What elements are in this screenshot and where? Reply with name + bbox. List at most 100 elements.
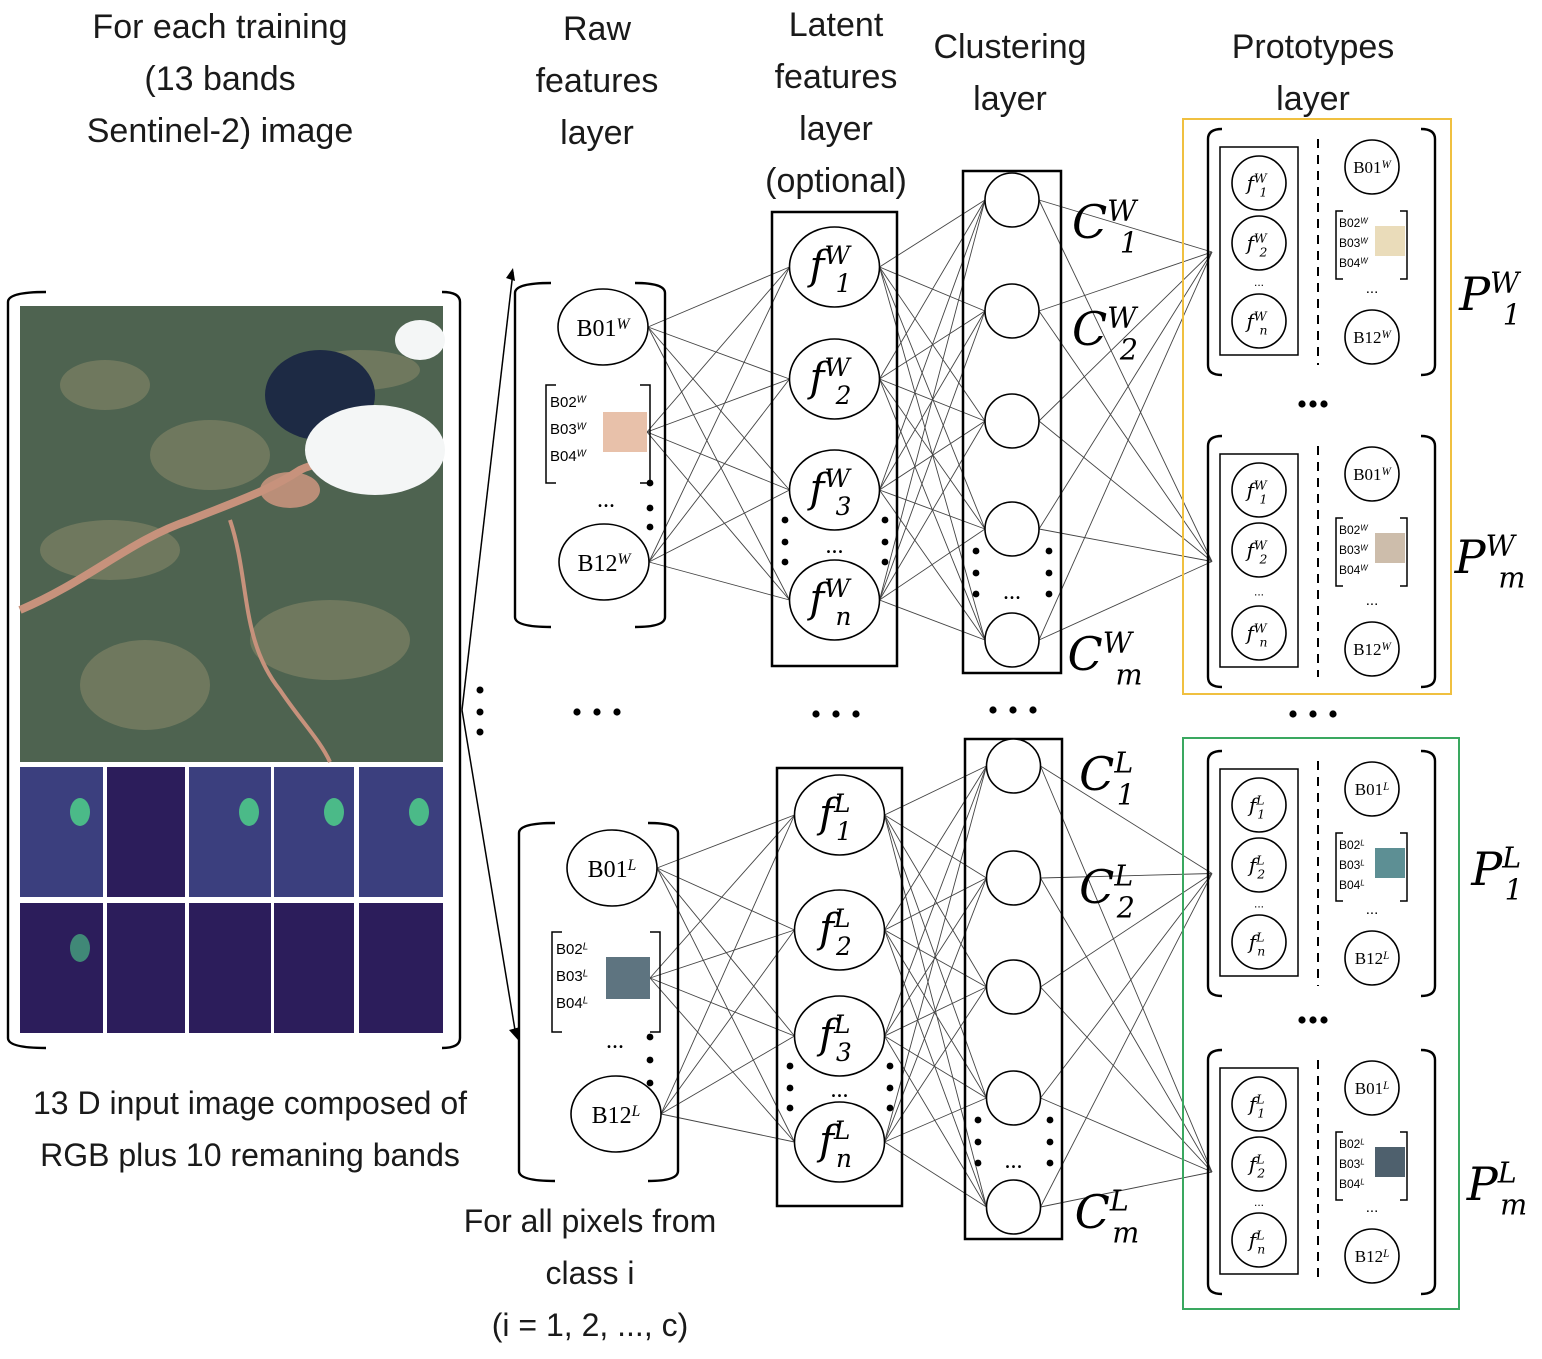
latent-layer-box bbox=[775, 766, 904, 1208]
ellipsis-dot bbox=[974, 1138, 982, 1146]
ellipsis-dot bbox=[852, 710, 860, 718]
raw-latent-link bbox=[647, 266, 790, 328]
prototype-mid-bracket-left bbox=[1335, 1131, 1343, 1201]
ellipsis-dot bbox=[1320, 400, 1328, 408]
ellipsis-dot bbox=[1046, 1159, 1054, 1167]
prototype-swatch bbox=[1375, 226, 1405, 256]
ellipsis-dot bbox=[781, 538, 789, 546]
prototype-feature-box bbox=[1219, 146, 1299, 356]
prototype-mid-band-label: B03L bbox=[1339, 858, 1365, 872]
heading-prototypes: layer bbox=[1276, 80, 1350, 118]
raw-latent-link bbox=[647, 326, 790, 491]
cluster-prototype-link bbox=[1038, 420, 1213, 562]
latent-cluster-link bbox=[884, 1035, 987, 1208]
band-highlight bbox=[70, 934, 90, 962]
image-bracket-right bbox=[441, 290, 462, 1050]
raw-latent-link bbox=[656, 867, 795, 1143]
heading-latent-features: (optional) bbox=[765, 162, 907, 200]
prototype-mid-band-label: B03W bbox=[1339, 543, 1368, 557]
cluster-prototype-link bbox=[1038, 528, 1213, 562]
ellipsis-dot bbox=[972, 569, 980, 577]
ellipsis-dot bbox=[1045, 569, 1053, 577]
heading-raw-features: features bbox=[536, 62, 659, 100]
raw-latent-link bbox=[660, 814, 795, 1115]
latent-cluster-link bbox=[884, 929, 987, 988]
ellipsis-dot bbox=[1320, 1016, 1328, 1024]
prototype-band-ellipsis: ... bbox=[1366, 592, 1379, 609]
raw-layer-bracket-right bbox=[634, 281, 667, 629]
raw-latent-link bbox=[648, 561, 790, 601]
prototype-band-label: B12L bbox=[1355, 1247, 1390, 1266]
ellipsis-dot bbox=[476, 708, 484, 716]
mid-bands-bracket-right bbox=[640, 384, 651, 484]
raw-node-b12 bbox=[570, 1075, 662, 1153]
prototype-band-label: B12W bbox=[1353, 640, 1392, 659]
cluster-node bbox=[985, 738, 1042, 794]
ellipsis-dot bbox=[781, 516, 789, 524]
clustering-layer-box bbox=[961, 169, 1063, 675]
caption-input: RGB plus 10 remaning bands bbox=[40, 1137, 460, 1173]
prototype-mid-band-label: B02W bbox=[1339, 216, 1368, 230]
raw-node-b01-label: B01W bbox=[576, 316, 631, 342]
band-thumbnail bbox=[274, 903, 354, 1033]
terrain-patch bbox=[150, 420, 270, 490]
latent-cluster-link bbox=[879, 199, 986, 491]
prototype-feature-ellipsis: ... bbox=[1254, 897, 1264, 911]
ellipsis-dot bbox=[613, 708, 621, 716]
band-thumbnail bbox=[274, 767, 354, 897]
prototype-feature-node bbox=[1231, 1076, 1287, 1132]
prototype-swatch bbox=[1375, 1147, 1405, 1177]
raw-latent-link bbox=[649, 929, 795, 979]
cluster-prototype-link bbox=[1040, 986, 1213, 1173]
ellipsis-dot bbox=[646, 523, 654, 531]
latent-ellipsis: ... bbox=[826, 533, 844, 559]
prototype-bracket-right bbox=[1420, 434, 1437, 689]
prototype-band-ellipsis: ... bbox=[1366, 1199, 1379, 1216]
prototype-swatch bbox=[1375, 848, 1405, 878]
heading-prototypes: Prototypes bbox=[1232, 28, 1395, 66]
band-thumbnail bbox=[107, 903, 185, 1033]
raw-latent-link bbox=[646, 431, 790, 601]
prototype-mid-bracket-right bbox=[1400, 1131, 1408, 1201]
prototype-feature-node bbox=[1231, 1136, 1287, 1192]
ellipsis-dot bbox=[593, 708, 601, 716]
heading-raw-features: layer bbox=[560, 114, 634, 152]
band-highlight bbox=[239, 798, 259, 826]
ellipsis-dot bbox=[989, 706, 997, 714]
latent-cluster-link bbox=[879, 199, 986, 268]
latent-node bbox=[793, 889, 886, 971]
mid-band-label: B04W bbox=[550, 448, 587, 465]
prototype-mid-bracket-left bbox=[1335, 210, 1343, 280]
cluster-node bbox=[985, 1179, 1042, 1235]
prototype-feature-node bbox=[1231, 777, 1287, 833]
prototype-mid-bracket-left bbox=[1335, 517, 1343, 587]
ellipsis-dot bbox=[646, 1079, 654, 1087]
prototype-bracket-right bbox=[1420, 127, 1437, 377]
ellipsis-dot bbox=[1289, 710, 1297, 718]
prototype-feature-box bbox=[1219, 768, 1299, 977]
latent-node bbox=[788, 559, 881, 641]
raw-latent-link bbox=[649, 977, 795, 1037]
latent-cluster-link bbox=[884, 1035, 987, 1099]
heading-clustering: Clustering bbox=[933, 28, 1086, 66]
prototype-bracket-left bbox=[1206, 749, 1223, 998]
caption-pixels: class i bbox=[546, 1255, 635, 1291]
prototype-band-label: B01W bbox=[1353, 158, 1392, 177]
arrow-head bbox=[506, 268, 515, 281]
ellipsis-dot bbox=[646, 479, 654, 487]
prototype-band-node bbox=[1344, 446, 1400, 502]
prototype-bracket-right bbox=[1420, 1048, 1437, 1296]
raw-latent-link bbox=[660, 1113, 795, 1143]
latent-node bbox=[793, 774, 886, 856]
ellipsis-dot bbox=[1309, 400, 1317, 408]
raw-node-b12-label: B12L bbox=[592, 1103, 641, 1129]
ellipsis-dot bbox=[786, 1062, 794, 1070]
prototype-band-label: B01L bbox=[1355, 1079, 1390, 1098]
ellipsis-dot bbox=[974, 1116, 982, 1124]
terrain-patch bbox=[40, 520, 180, 580]
prototype-feature-node bbox=[1231, 215, 1287, 271]
